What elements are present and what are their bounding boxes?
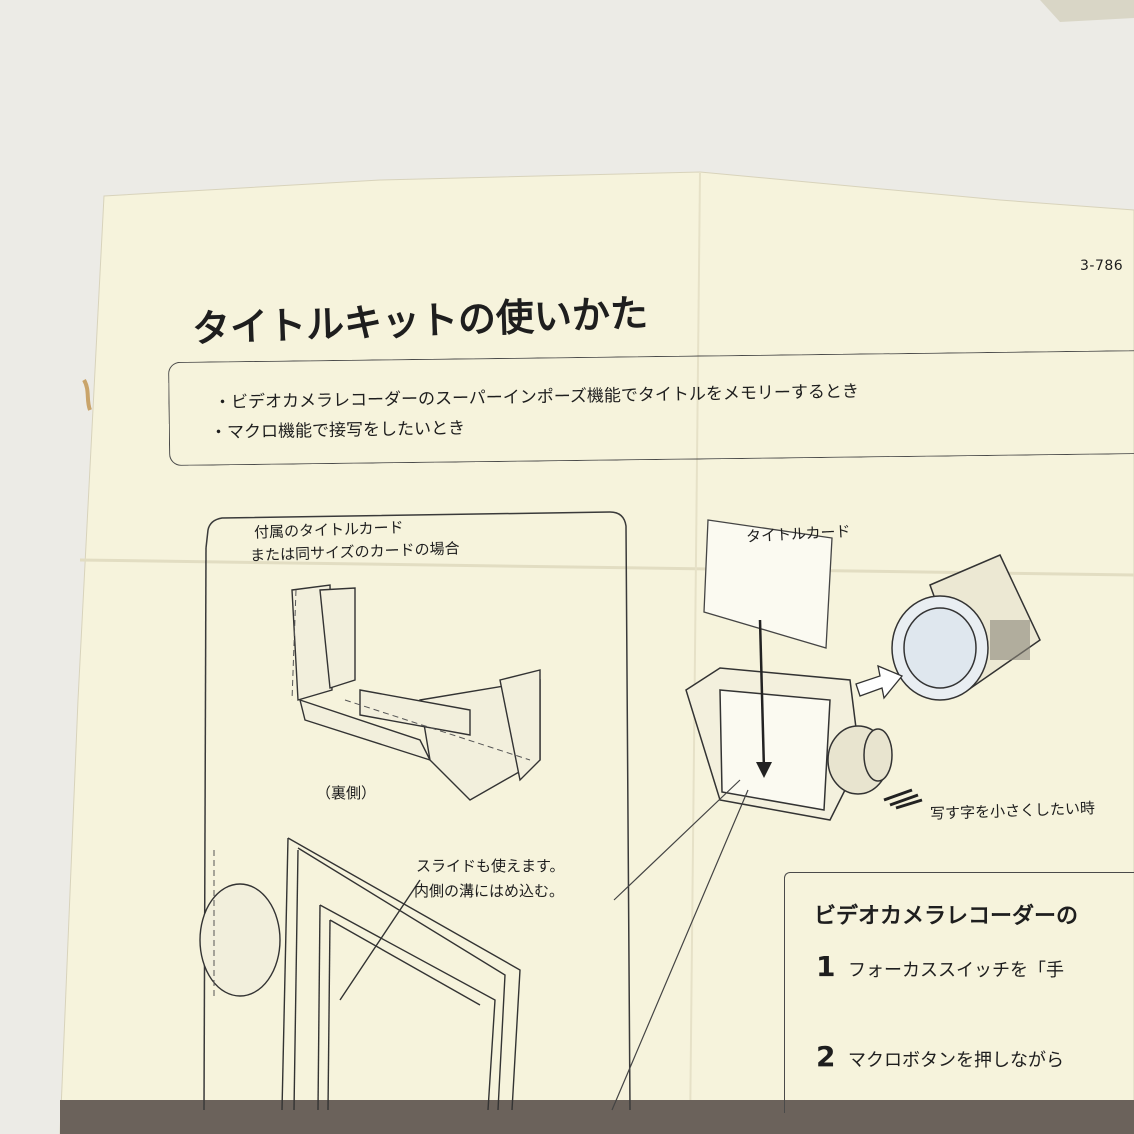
step-number: 2 [816, 1040, 836, 1073]
step-text: フォーカススイッチを「手 [848, 960, 1064, 981]
label-back-side: （裏側） [316, 784, 377, 802]
label-slide-groove: 内側の溝にはめ込む。 [414, 882, 565, 900]
label-slide-usable: スライドも使えます。 [416, 857, 565, 875]
step-number: 1 [816, 950, 836, 983]
bullet-macro: ・マクロ機能で接写をしたいとき [209, 418, 466, 443]
document-number: 3-786 [1080, 258, 1124, 274]
instructions-box [784, 872, 1134, 1113]
instructions-heading: ビデオカメラレコーダーの [814, 904, 1079, 929]
corner-object [1040, 0, 1134, 22]
step-text: マクロボタンを押しながら [848, 1050, 1064, 1071]
